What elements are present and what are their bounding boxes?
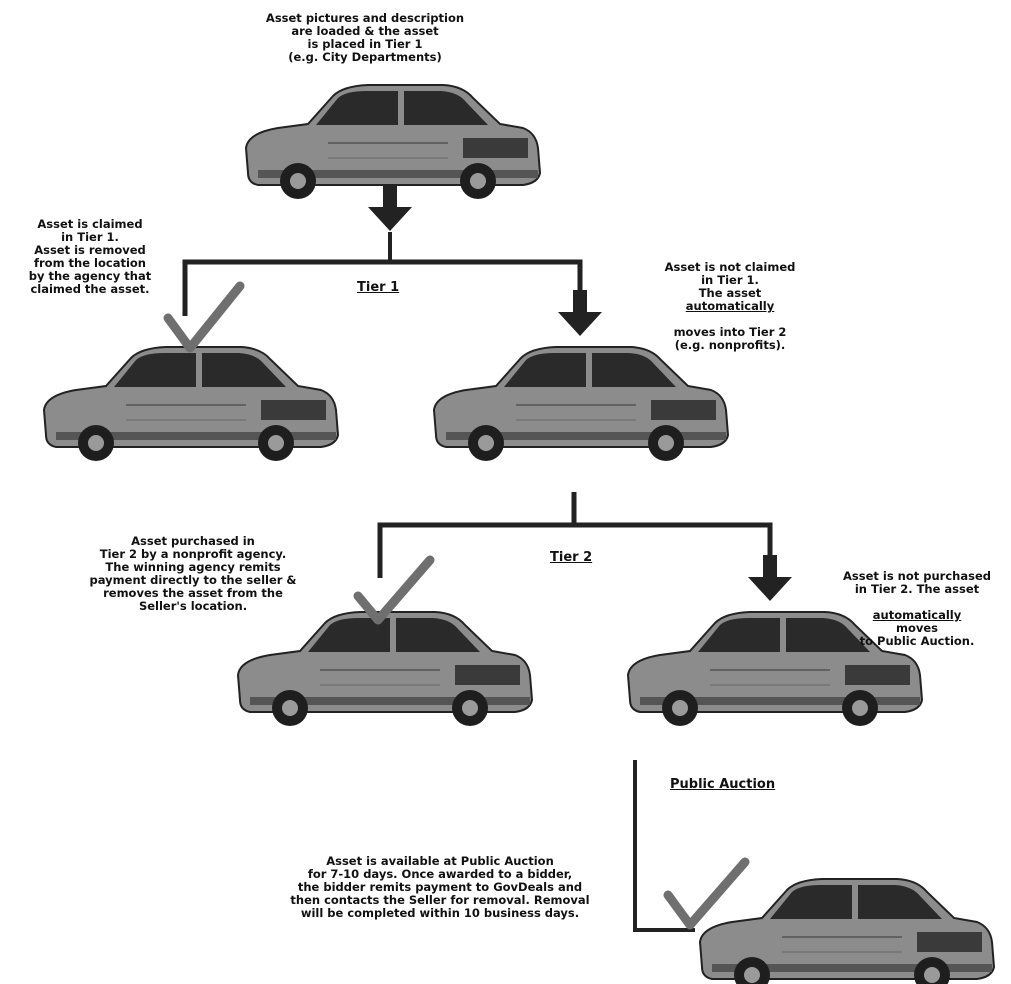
checkmark-icon (663, 857, 750, 930)
down-arrow-icon (558, 290, 602, 336)
car-icon (43, 346, 339, 462)
text-part: moves to Public Auction. (859, 621, 975, 648)
tier2-purchased-description: Asset purchased in Tier 2 by a nonprofit… (89, 534, 297, 613)
down-arrow-icon (748, 555, 792, 601)
checkmark-icon (353, 555, 435, 625)
text-part: moves into Tier 2 (e.g. nonprofits). (673, 325, 787, 352)
tier1-claimed-description: Asset is claimed in Tier 1. Asset is rem… (28, 217, 152, 296)
start-description: Asset pictures and description are loade… (265, 11, 465, 64)
tier1-label: Tier 1 (357, 280, 400, 295)
text-part: Asset is not claimed in Tier 1. The asse… (664, 260, 796, 300)
tier2-label: Tier 2 (550, 550, 593, 565)
auction-description: Asset is available at Public Auction for… (290, 854, 590, 920)
car-icon (245, 84, 541, 200)
car-icon (433, 346, 729, 462)
car-icon (237, 611, 533, 727)
car-icon (699, 878, 995, 984)
text-part: Asset is not purchased in Tier 2. The as… (842, 569, 991, 596)
tier1-not-claimed-description: Asset is not claimed in Tier 1. The asse… (645, 248, 815, 352)
public-auction-label: Public Auction (670, 777, 776, 792)
text-emphasis: automatically (872, 608, 962, 622)
tier2-not-purchased-description: Asset is not purchased in Tier 2. The as… (826, 557, 1008, 648)
checkmark-icon (163, 281, 245, 353)
down-arrow-icon (368, 185, 412, 231)
text-emphasis: automatically (685, 299, 775, 313)
